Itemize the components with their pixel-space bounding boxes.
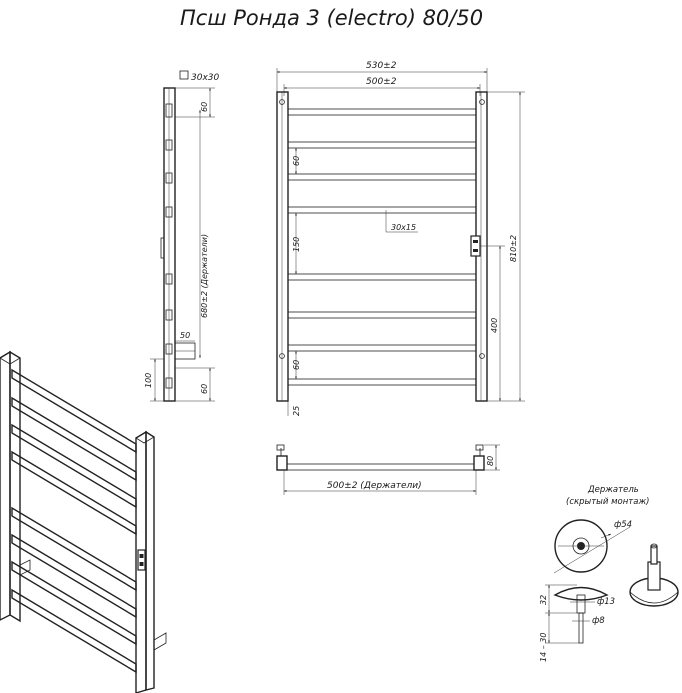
dim-floor-offset: 25	[292, 406, 301, 416]
holder-side-profile	[553, 586, 609, 601]
left-stile	[276, 91, 289, 402]
dim-top-depth: 80	[486, 456, 495, 466]
holder-marks	[160, 103, 173, 389]
front-rungs	[287, 108, 477, 386]
dim-lower-gap: 60	[292, 360, 301, 370]
front-view: 530±2 500±2	[276, 61, 525, 416]
top-view: 80 500±2 (Держатели)	[276, 444, 500, 495]
dim-connection-height: 400	[490, 318, 499, 333]
dim-pin: ф8	[592, 616, 605, 626]
dim-depth: 50	[180, 331, 190, 340]
holder-flange-circle	[554, 519, 608, 573]
electric-connection-box	[470, 235, 481, 257]
dim-overall-height: 810±2	[509, 235, 518, 262]
dim-holder-length: 14 – 30	[539, 633, 548, 662]
dim-pipe: ф13	[597, 597, 615, 607]
side-view: 30x30 60 680±2 (Держатели) 50	[144, 70, 220, 402]
profile-size-label: 30x30	[191, 73, 220, 83]
dim-top-gap: 60	[200, 102, 209, 112]
dim-holders: 680±2 (Держатели)	[200, 234, 209, 318]
dim-flange: ф54	[614, 520, 632, 530]
holder-subtitle: (скрытый монтаж)	[566, 497, 649, 507]
dim-bottom: 100	[144, 373, 153, 388]
top-rung	[286, 463, 475, 471]
dim-middle-gap: 150	[292, 237, 301, 252]
drawing-title: Псш Ронда 3 (electro) 80/50	[180, 6, 483, 30]
dim-holders-width: 500±2 (Держатели)	[327, 481, 422, 491]
holder-detail: Держатель (скрытый монтаж) ф54 ф13 ф8 32…	[539, 485, 679, 662]
dim-overall-width: 530±2	[366, 61, 397, 71]
profile-square-icon	[179, 70, 189, 80]
dim-rung-gap: 60	[292, 156, 301, 166]
holder-title: Держатель	[587, 485, 639, 495]
isometric-connection-box	[137, 549, 146, 571]
dim-holder-height: 32	[539, 595, 548, 605]
isometric-rungs	[11, 368, 137, 674]
dim-bottom-rung: 60	[200, 384, 209, 394]
holder-circles	[279, 99, 485, 359]
section-label: 30x15	[391, 223, 416, 232]
isometric-view	[0, 350, 167, 693]
dim-inner-width: 500±2	[366, 77, 397, 87]
